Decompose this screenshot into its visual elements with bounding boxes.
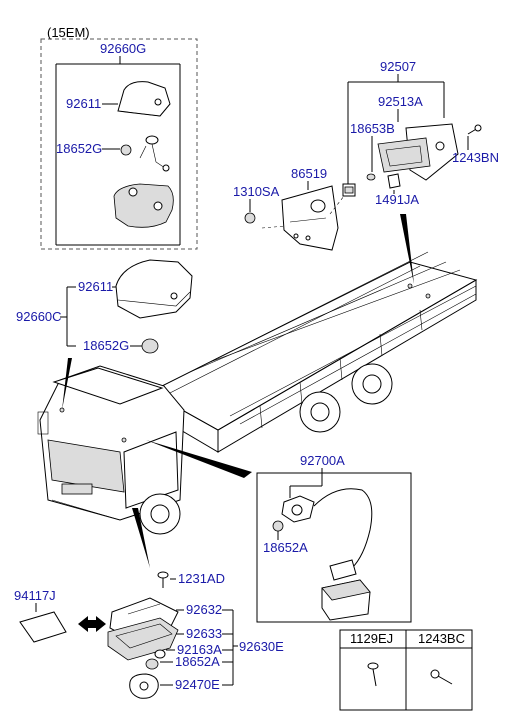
part-label-92632[interactable]: 92632 <box>186 602 222 617</box>
pointer-wedge-lower <box>132 508 150 568</box>
part-label-92660G[interactable]: 92660G <box>100 41 146 56</box>
part-label-1310SA[interactable]: 1310SA <box>233 184 280 199</box>
lamp-cover-icon <box>117 81 171 117</box>
harness-bulb-icon <box>272 520 284 532</box>
part-label-18652A-bot[interactable]: 18652A <box>175 654 220 669</box>
marker-lamp-cover-icon <box>115 259 193 319</box>
harness-box <box>256 472 412 623</box>
swap-arrow-icon <box>78 616 106 632</box>
part-label-18652G-top[interactable]: 18652G <box>56 141 102 156</box>
part-label-92660C[interactable]: 92660C <box>16 309 62 324</box>
part-label-1243BN[interactable]: 1243BN <box>452 150 499 165</box>
screw-1243BC-icon <box>430 669 453 685</box>
nut-1310SA-icon <box>244 212 256 224</box>
pointer-wedge-side <box>146 440 252 478</box>
truck-illustration <box>37 251 478 535</box>
part-label-18652A-box[interactable]: 18652A <box>263 540 308 555</box>
part-label-92470E[interactable]: 92470E <box>175 677 220 692</box>
lamp-base-icon <box>113 183 174 228</box>
part-label-92163A[interactable]: 92163A <box>177 642 222 657</box>
group-15em-label: (15EM) <box>47 25 90 40</box>
screw-1231AD-icon <box>157 571 169 588</box>
group-15em-frame <box>40 38 198 250</box>
plate-lamp-housing-icon <box>377 123 459 181</box>
plate-lamp-bulb-icon <box>342 173 401 197</box>
part-label-92611-mid[interactable]: 92611 <box>78 279 113 294</box>
part-label-92700A[interactable]: 92700A <box>300 453 345 468</box>
lens-94117J-icon <box>19 611 67 643</box>
part-label-92513A[interactable]: 92513A <box>378 94 423 109</box>
dome-lamp-assembly-icon <box>107 597 179 699</box>
part-label-94117J[interactable]: 94117J <box>14 588 56 603</box>
marker-bulb-icon <box>141 338 159 354</box>
part-label-92507[interactable]: 92507 <box>380 59 416 74</box>
part-label-1491JA[interactable]: 1491JA <box>375 192 419 207</box>
table-header-1243BC: 1243BC <box>418 631 465 646</box>
part-label-18653B[interactable]: 18653B <box>350 121 395 136</box>
bolt-1129EJ-icon <box>367 662 379 687</box>
part-label-1231AD[interactable]: 1231AD <box>178 571 225 586</box>
part-label-92630E[interactable]: 92630E <box>239 639 284 654</box>
lamp-harness-icon <box>281 488 373 621</box>
part-label-18652G-mid[interactable]: 18652G <box>83 338 129 353</box>
bracket-icon <box>281 185 339 251</box>
part-label-86519[interactable]: 86519 <box>291 166 327 181</box>
pointer-wedge-plate <box>400 214 414 284</box>
pointer-wedge-marker <box>62 358 72 410</box>
part-label-92633[interactable]: 92633 <box>186 626 222 641</box>
part-label-92611-top[interactable]: 92611 <box>66 96 101 111</box>
table-header-1129EJ: 1129EJ <box>350 631 393 646</box>
lamp-socket-icon <box>120 135 170 172</box>
fastener-table <box>339 629 473 711</box>
screw-1243BN-icon <box>467 124 482 135</box>
